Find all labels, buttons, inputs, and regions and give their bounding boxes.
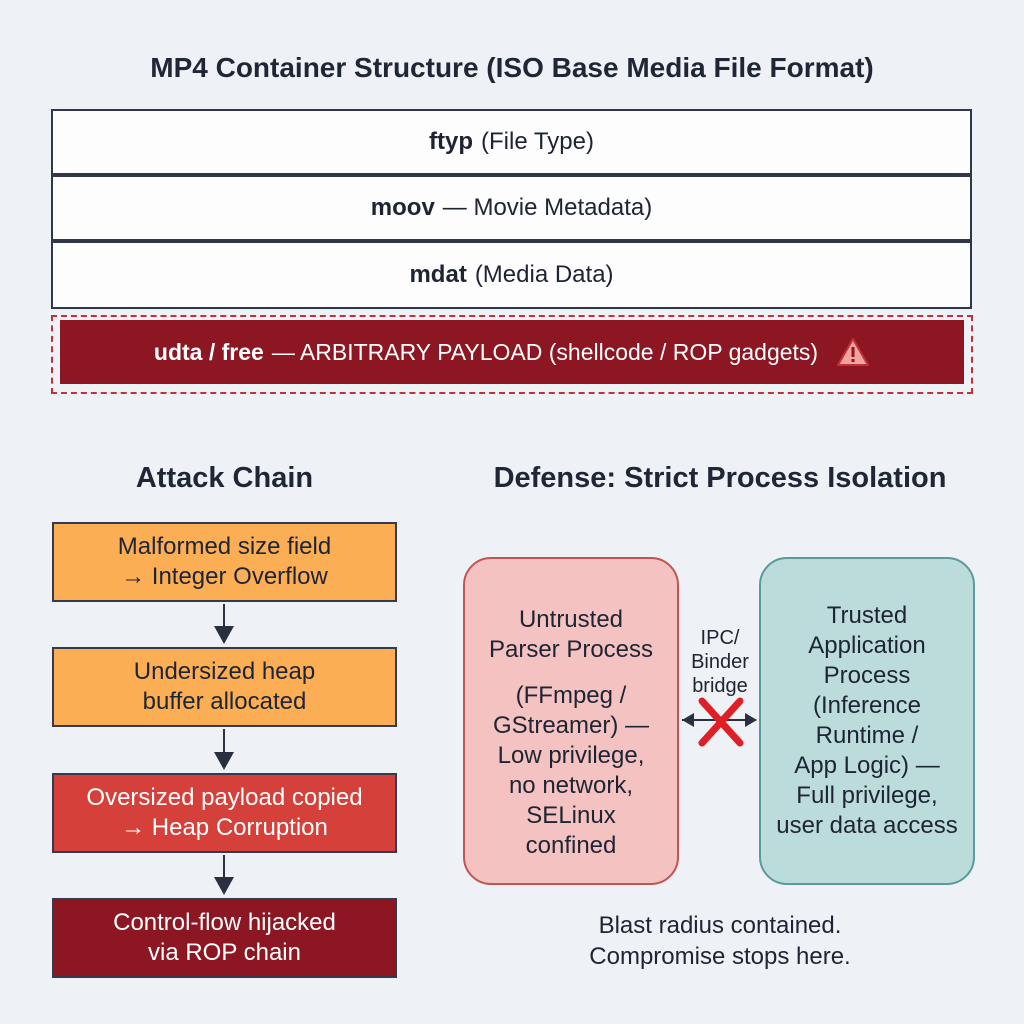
step-line: via ROP chain [148,939,301,966]
trusted-desc-line: user data access [776,812,958,839]
blast-radius-note: Blast radius contained. Compromise stops… [540,910,900,972]
untrusted-parser-process: Untrusted Parser Process (FFmpeg / GStre… [463,557,679,885]
untrusted-desc-line: confined [525,832,617,859]
step-line: → Heap Corruption [121,814,328,841]
step-line: → Integer Overflow [121,563,328,590]
step-line: Control-flow hijacked [113,909,336,936]
ftyp-desc: (File Type) [481,128,594,155]
untrusted-desc-line: SELinux [526,802,616,829]
blocked-x-icon [698,697,744,747]
chain-step-heap-corruption: Oversized payload copied → Heap Corruptio… [52,773,397,853]
ftyp-box: ftyp (File Type) [51,109,972,175]
trusted-title-line: Trusted [826,602,908,629]
ipc-label-line: IPC/ [700,627,740,649]
moov-name: moov [370,194,435,221]
untrusted-title: Untrusted Parser Process [465,605,677,665]
moov-desc: — Movie Metadata) [442,194,653,221]
trusted-desc-line: Full privilege, [796,782,938,809]
untrusted-description: (FFmpeg / GStreamer) — Low privilege, no… [465,681,677,861]
untrusted-desc-line: no network, [508,772,634,799]
untrusted-title-line: Parser Process [488,636,654,663]
page-title: MP4 Container Structure (ISO Base Media … [150,52,874,83]
trusted-desc-line: Runtime / [815,722,919,749]
payload-desc: — ARBITRARY PAYLOAD (shellcode / ROP gad… [271,338,819,365]
blast-line: Compromise stops here. [589,943,851,970]
step-line: Oversized payload copied [86,784,363,811]
untrusted-desc-line: GStreamer) — [492,712,650,739]
trusted-application-process: Trusted Application Process (Inference R… [759,557,975,885]
payload-dashed-outline [51,315,973,394]
ipc-binder-label: IPC/ Binder bridge [679,626,761,698]
untrusted-title-line: Untrusted [518,606,624,633]
ipc-label-line: Binder [691,651,749,673]
defense-title: Defense: Strict Process Isolation [493,462,947,494]
chain-step-integer-overflow: Malformed size field → Integer Overflow [52,522,397,602]
ipc-label-line: bridge [692,675,748,697]
step-line: Undersized heap [133,658,316,685]
ftyp-name: ftyp [429,128,474,155]
chain-step-rop-hijack: Control-flow hijacked via ROP chain [52,898,397,978]
mdat-desc: (Media Data) [474,261,614,288]
payload-box: udta / free — ARBITRARY PAYLOAD (shellco… [60,320,964,384]
untrusted-desc-line: Low privilege, [497,742,645,769]
warning-icon [837,338,870,366]
trusted-desc-line: App Logic) — [794,752,940,779]
untrusted-desc-line: (FFmpeg / [515,682,627,709]
attack-chain-title: Attack Chain [135,462,314,494]
mdat-name: mdat [409,261,467,288]
chain-step-heap-buffer: Undersized heap buffer allocated [52,647,397,727]
trusted-desc-line: (Inference [812,692,922,719]
trusted-description: (Inference Runtime / App Logic) — Full p… [761,691,973,841]
moov-box: moov — Movie Metadata) [51,175,972,241]
blast-line: Blast radius contained. [598,912,842,939]
trusted-title-line: Process [823,662,911,689]
mdat-box: mdat (Media Data) [51,241,972,309]
payload-name: udta / free [153,338,264,365]
step-line: Malformed size field [117,533,332,560]
step-line: buffer allocated [142,688,307,715]
trusted-title: Trusted Application Process [761,601,973,691]
trusted-title-line: Application [808,632,926,659]
